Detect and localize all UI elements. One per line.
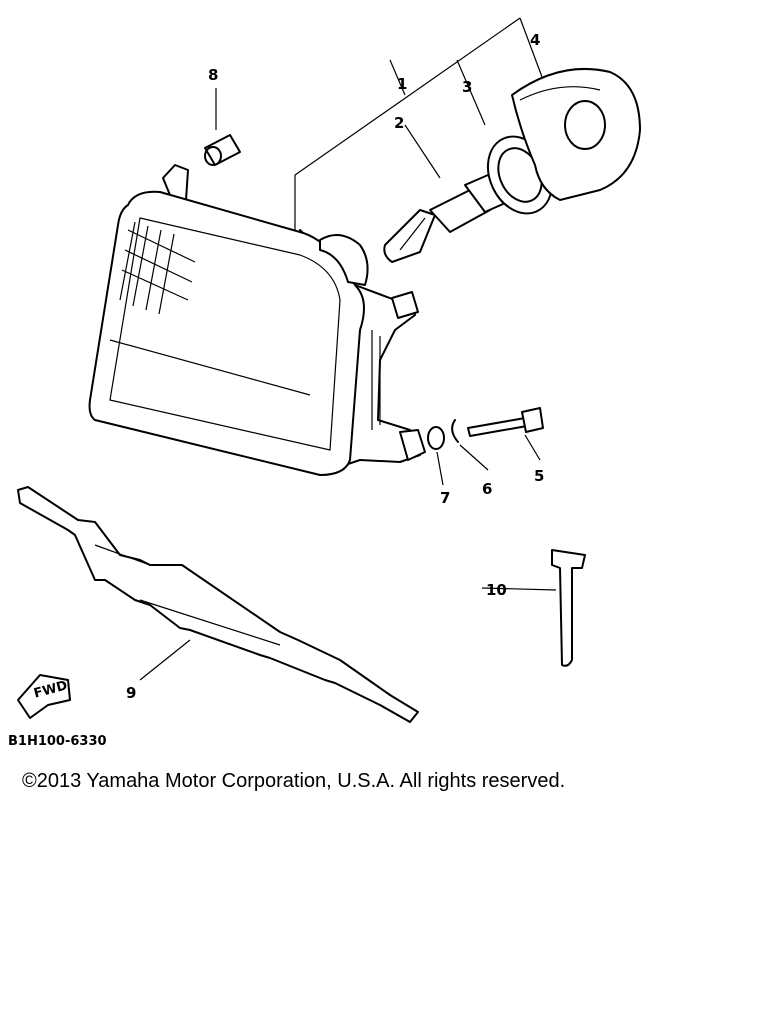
callout-8: 8 xyxy=(208,66,218,84)
screw-part xyxy=(467,407,544,437)
diagram-code: B1H100-6330 xyxy=(8,734,107,749)
washer-part xyxy=(427,426,445,450)
callout-5: 5 xyxy=(534,467,544,485)
callout-6: 6 xyxy=(482,480,492,498)
callout-2: 2 xyxy=(394,114,404,132)
fwd-arrow-icon: FWD xyxy=(17,674,71,719)
callout-9: 9 xyxy=(126,684,136,702)
callout-4: 4 xyxy=(530,31,540,49)
cable-tie-part xyxy=(551,549,586,667)
spring-washer-part xyxy=(451,419,459,443)
bracket-strip-part xyxy=(17,486,419,723)
headlight-assembly xyxy=(88,164,426,476)
callout-3: 3 xyxy=(462,78,472,96)
grommet-part xyxy=(204,134,241,166)
copyright-notice: ©2013 Yamaha Motor Corporation, U.S.A. A… xyxy=(22,770,566,792)
callout-10: 10 xyxy=(486,581,507,599)
callout-leader-lines xyxy=(139,88,557,681)
callout-7: 7 xyxy=(440,489,450,507)
dust-cover-part xyxy=(511,67,641,201)
callout-1: 1 xyxy=(397,75,407,93)
assembly-leader-lines xyxy=(294,17,546,230)
